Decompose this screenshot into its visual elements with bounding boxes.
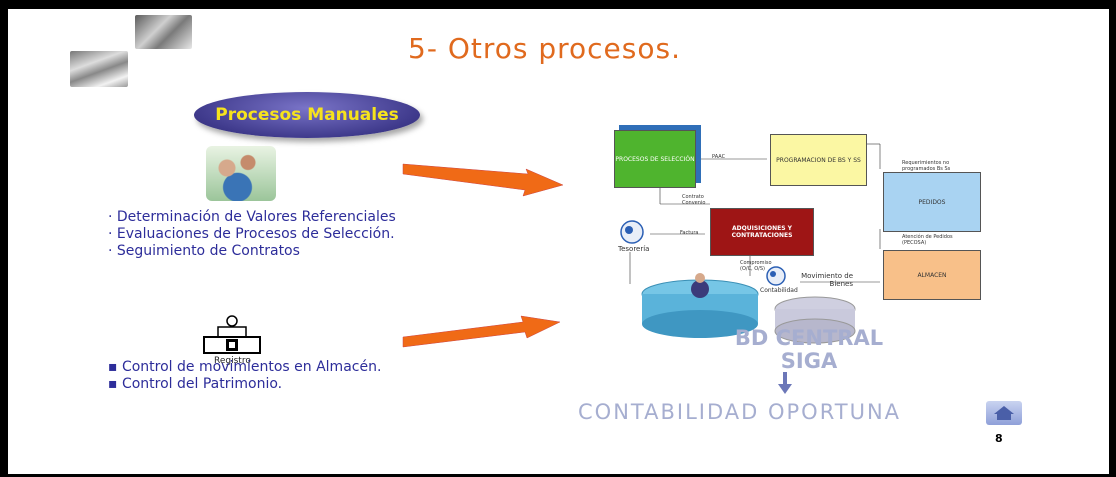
programacion-box: PROGRAMACION DE BS Y SS (770, 134, 867, 186)
factura-label: Factura (680, 230, 699, 236)
registro-label: Registro (214, 356, 251, 366)
manual-process-list: · Determinación de Valores Referenciales… (108, 209, 396, 260)
down-arrow-icon (778, 372, 792, 394)
page-number: 8 (995, 432, 1003, 445)
home-icon (994, 406, 1014, 420)
home-button[interactable] (986, 401, 1022, 425)
adquisiciones-box: ADQUISICIONES Y CONTRATACIONES (710, 208, 814, 256)
list-item: · Determinación de Valores Referenciales (108, 209, 396, 225)
procesos-manuales-badge: Procesos Manuales (194, 92, 420, 138)
bd-central-siga: BD CENTRAL SIGA (734, 326, 884, 373)
list-item: ▪ Control del Patrimonio. (108, 376, 283, 392)
photo-thumbnail-top (135, 15, 192, 49)
diagram-connectors (620, 143, 881, 344)
almacen-box: ALMACEN (883, 250, 981, 300)
list-item: · Evaluaciones de Procesos de Selección. (108, 226, 395, 242)
registro-icon (203, 315, 261, 354)
list-item: · Seguimiento de Contratos (108, 243, 300, 259)
presentation-slide: 5- Otros procesos. Procesos Manuales · D… (8, 9, 1109, 474)
slide-title: 5- Otros procesos. (408, 32, 681, 65)
photo-thumbnail-bottom (70, 51, 128, 87)
movimiento-label: Movimiento de Bienes (801, 272, 853, 288)
procesos-seleccion-box: PROCESOS DE SELECCIÓN (614, 130, 696, 188)
process-diagram: PROCESOS DE SELECCIÓN PROGRAMACION DE BS… (600, 124, 1000, 349)
contabilidad-oportuna: CONTABILIDAD OPORTUNA (578, 400, 902, 424)
paac-label: PAAC (712, 154, 726, 160)
contabilidad-label: Contabilidad (760, 287, 798, 294)
registro-list: ▪ Control de movimientos en Almacén. ▪ C… (108, 359, 381, 393)
arrow-lower (402, 315, 561, 348)
contrato-label: Contrato Convenio (682, 194, 706, 206)
list-item: ▪ Control de movimientos en Almacén. (108, 359, 382, 375)
compromiso-label: Compromiso (O/C, O/S) (740, 260, 772, 272)
meeting-clipart (206, 146, 276, 201)
tesoreria-label: Tesorería (618, 245, 650, 253)
procesos-manuales-label: Procesos Manuales (215, 105, 399, 125)
arrow-upper (402, 163, 564, 197)
pedidos-box: PEDIDOS (883, 172, 981, 232)
atencion-label: Atención de Pedidos (PECOSA) (902, 234, 953, 246)
requerimientos-label: Requerimientos no programados Bs Ss (902, 160, 951, 172)
